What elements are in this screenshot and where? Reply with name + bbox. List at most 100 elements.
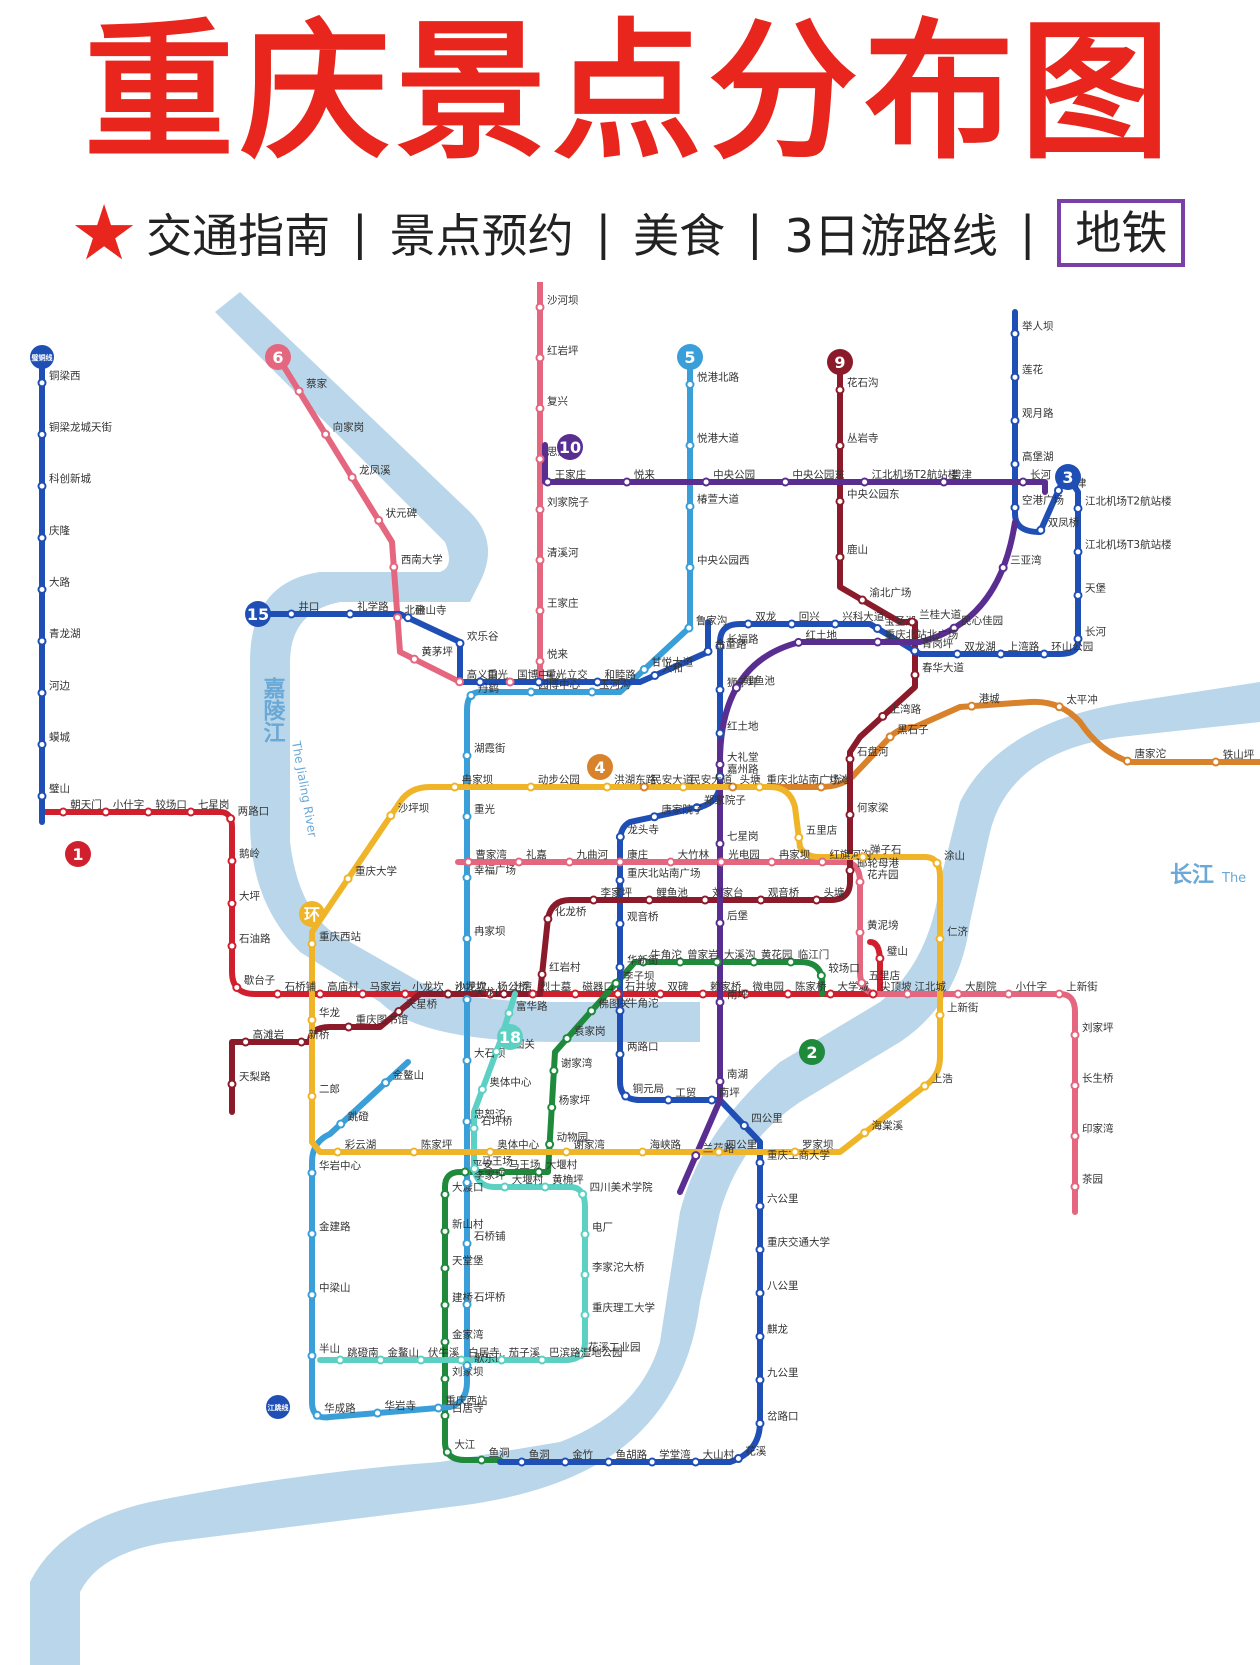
station-label[interactable]: 悦来 <box>634 468 655 481</box>
station-dot[interactable] <box>576 1349 586 1359</box>
station-label[interactable]: 七星岗 <box>727 831 759 843</box>
station-label[interactable]: 重庆理工大学 <box>592 1301 655 1314</box>
station-label[interactable]: 鲁家沟 <box>696 614 728 627</box>
station-label[interactable]: 重庆交通大学 <box>767 1236 830 1249</box>
station-dot[interactable] <box>678 782 688 792</box>
station-dot[interactable] <box>920 1081 930 1091</box>
station-dot[interactable] <box>816 782 826 792</box>
station-dot[interactable] <box>440 1226 450 1236</box>
station-dot[interactable] <box>1010 329 1020 339</box>
line-badge-5[interactable] <box>677 344 703 370</box>
station-dot[interactable] <box>715 685 725 695</box>
station-label[interactable]: 河边 <box>49 680 70 692</box>
station-label[interactable]: 新山村 <box>452 1217 484 1230</box>
station-label[interactable]: 彩云湖 <box>345 1139 377 1151</box>
station-label[interactable]: 重庆北站南广场 <box>627 866 701 879</box>
station-label[interactable]: 重光 <box>474 803 495 816</box>
station-label[interactable]: 花卉园 <box>867 868 899 881</box>
station-dot[interactable] <box>604 1457 614 1467</box>
station-label[interactable]: 大龙山 <box>474 986 506 999</box>
line-badge-15[interactable] <box>245 601 271 627</box>
station-label[interactable]: 龙头寺 <box>627 823 659 836</box>
station-dot[interactable] <box>755 1158 765 1168</box>
station-label[interactable]: 状元碑 <box>386 506 418 519</box>
station-label[interactable]: 铁山坪 <box>1223 748 1255 761</box>
station-dot[interactable] <box>462 1361 472 1371</box>
station-dot[interactable] <box>505 677 515 687</box>
station-label[interactable]: 刘家台 <box>712 886 744 899</box>
station-label[interactable]: 土湾 <box>511 980 532 993</box>
station-label[interactable]: 华岩中心 <box>319 1159 361 1172</box>
station-dot[interactable] <box>462 1117 472 1127</box>
station-label[interactable]: 金家湾 <box>452 1328 484 1341</box>
station-label[interactable]: 花石沟 <box>847 376 879 389</box>
station-dot[interactable] <box>1073 590 1083 600</box>
station-label[interactable]: 宝圣湖 <box>884 614 916 627</box>
station-label[interactable]: 观音桥 <box>768 886 800 899</box>
station-dot[interactable] <box>535 555 545 565</box>
station-label[interactable]: 铜梁龙城天街 <box>49 421 112 434</box>
station-label[interactable]: 微电园 <box>752 980 784 993</box>
station-label[interactable]: 小龙坎 <box>455 980 487 993</box>
station-dot[interactable] <box>543 914 553 924</box>
station-label[interactable]: 歇台子 <box>244 973 276 986</box>
station-dot[interactable] <box>37 740 47 749</box>
station-label[interactable]: 黄桷坪 <box>552 1173 584 1186</box>
station-label[interactable]: 华成路 <box>324 1401 356 1414</box>
station-label[interactable]: 大石坝 <box>474 1047 506 1060</box>
station-dot[interactable] <box>952 649 962 659</box>
station-label[interactable]: 头塘 <box>824 886 845 899</box>
station-dot[interactable] <box>545 1139 555 1149</box>
station-label[interactable]: 两路口 <box>627 1040 659 1053</box>
station-dot[interactable] <box>403 613 413 623</box>
station-label[interactable]: 忠恕沱 <box>474 1108 506 1121</box>
station-label[interactable]: 鱼洞 <box>529 1448 550 1461</box>
line-badge-4[interactable] <box>587 754 613 780</box>
station-dot[interactable] <box>755 1288 765 1298</box>
station-dot[interactable] <box>700 895 710 905</box>
station-dot[interactable] <box>1070 1081 1080 1091</box>
station-label[interactable]: 鹅岭 <box>239 847 260 860</box>
station-label[interactable]: 三亚湾 <box>1010 554 1042 567</box>
station-dot[interactable] <box>731 683 741 693</box>
station-dot[interactable] <box>855 927 865 937</box>
station-dot[interactable] <box>528 989 538 999</box>
station-dot[interactable] <box>273 989 283 999</box>
line-badge-3[interactable] <box>1055 464 1081 490</box>
nav-item-3day-route[interactable]: 3日游路线 <box>784 209 998 263</box>
station-dot[interactable] <box>227 1079 237 1089</box>
station-dot[interactable] <box>715 728 725 738</box>
station-dot[interactable] <box>615 1049 625 1059</box>
station-dot[interactable] <box>998 563 1008 573</box>
station-label[interactable]: 麒龙 <box>767 1323 788 1336</box>
station-label[interactable]: 金竹 <box>572 1448 593 1461</box>
station-dot[interactable] <box>389 562 399 572</box>
station-label[interactable]: 何家梁 <box>857 801 889 814</box>
station-dot[interactable] <box>497 1167 507 1177</box>
station-label[interactable]: 重庆北站南广场 <box>767 773 841 786</box>
station-dot[interactable] <box>830 619 840 629</box>
station-dot[interactable] <box>743 619 753 629</box>
station-label[interactable]: 上湾路 <box>890 702 922 715</box>
station-dot[interactable] <box>440 1263 450 1273</box>
station-label[interactable]: 海峡路 <box>650 1138 682 1151</box>
station-dot[interactable] <box>739 1121 749 1131</box>
station-label[interactable]: 上新街 <box>1066 980 1098 993</box>
station-label[interactable]: 南坪 <box>727 988 748 1001</box>
station-dot[interactable] <box>537 1355 547 1365</box>
station-label[interactable]: 中央公园东 <box>792 468 845 481</box>
station-label[interactable]: 江北机场T3航站楼 <box>1085 538 1172 551</box>
station-dot[interactable] <box>728 782 738 792</box>
station-label[interactable]: 伏牛溪 <box>428 1346 460 1359</box>
station-dot[interactable] <box>755 1418 765 1428</box>
station-dot[interactable] <box>143 807 153 817</box>
station-label[interactable]: 湖霞街 <box>474 742 506 755</box>
station-dot[interactable] <box>787 619 797 629</box>
station-dot[interactable] <box>565 857 575 867</box>
station-label[interactable]: 富华路 <box>516 999 548 1012</box>
station-dot[interactable] <box>580 1229 590 1239</box>
station-dot[interactable] <box>462 1239 472 1249</box>
station-label[interactable]: 大剧院 <box>965 980 997 993</box>
station-label[interactable]: 白居寺 <box>468 1346 500 1359</box>
station-dot[interactable] <box>580 1270 590 1280</box>
